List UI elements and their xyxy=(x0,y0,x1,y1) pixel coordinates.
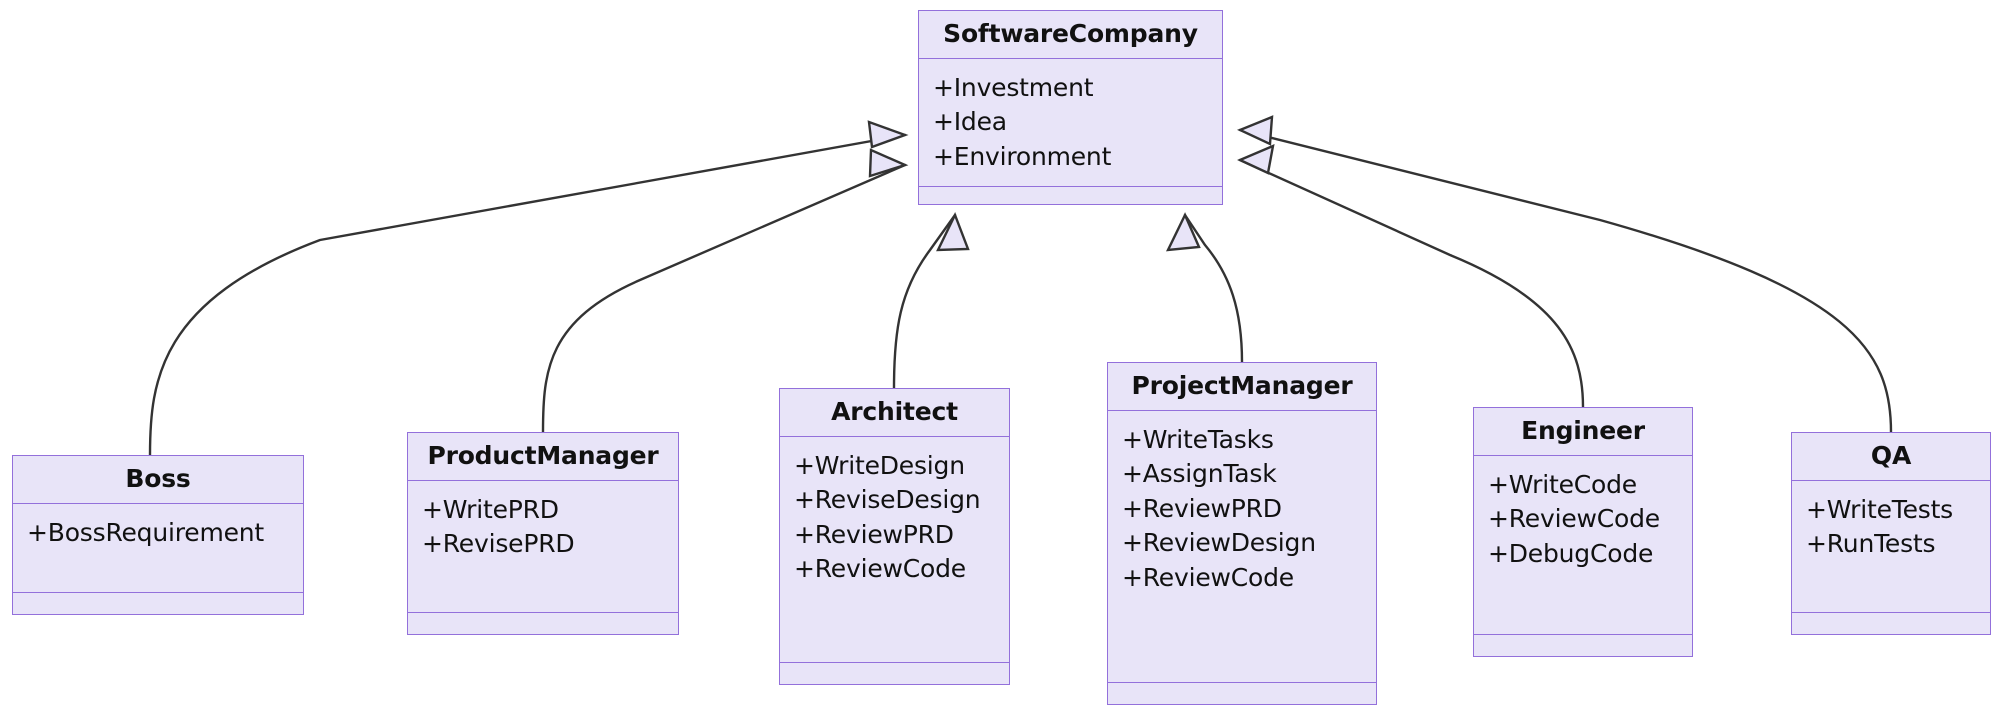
head-engineer xyxy=(1237,144,1275,175)
class-methods-product-manager xyxy=(408,613,678,634)
class-name-qa: QA xyxy=(1792,433,1990,481)
class-node-qa[interactable]: QA +WriteTests +RunTests xyxy=(1791,432,1991,635)
class-name-boss: Boss xyxy=(13,456,303,504)
class-attribute: +ReviewCode xyxy=(794,554,966,583)
class-methods-qa xyxy=(1792,613,1990,634)
class-methods-architect xyxy=(780,663,1009,684)
class-node-product-manager[interactable]: ProductManager +WritePRD +RevisePRD xyxy=(407,432,679,635)
class-methods-project-manager xyxy=(1108,683,1376,704)
class-node-project-manager[interactable]: ProjectManager +WriteTasks +AssignTask +Rev… xyxy=(1107,362,1377,705)
class-methods-software-company xyxy=(919,187,1222,208)
class-attribute: +Idea xyxy=(933,107,1007,136)
class-attribute: +ReviewCode xyxy=(1122,562,1294,592)
class-attributes-software-company: +Investment +Idea +Environment xyxy=(919,59,1222,187)
class-attributes-product-manager: +WritePRD +RevisePRD xyxy=(408,481,678,613)
class-name-product-manager: ProductManager xyxy=(408,433,678,481)
class-attributes-qa: +WriteTests +RunTests xyxy=(1792,481,1990,613)
head-boss xyxy=(867,120,909,149)
class-attribute: +BossRequirement xyxy=(27,517,265,547)
class-methods-boss xyxy=(13,593,303,614)
class-attribute: +WriteCode xyxy=(1488,469,1637,499)
class-node-boss[interactable]: Boss +BossRequirement xyxy=(12,455,304,615)
edge-architect xyxy=(892,213,957,390)
class-node-software-company[interactable]: SoftwareCompany +Investment +Idea +Environm… xyxy=(918,10,1223,205)
class-attribute: +WriteDesign xyxy=(794,450,965,480)
class-attribute: +WriteTasks xyxy=(1122,424,1274,454)
class-attribute: +ReviseDesign xyxy=(794,485,981,514)
edge-project-manager xyxy=(1183,213,1244,364)
class-name-engineer: Engineer xyxy=(1474,408,1692,456)
class-attribute: +RunTests xyxy=(1806,529,1936,558)
class-attribute: +RevisePRD xyxy=(422,529,575,558)
class-node-architect[interactable]: Architect +WriteDesign +ReviseDesign +Revie… xyxy=(779,388,1010,685)
head-project-manager xyxy=(1165,212,1201,252)
class-name-project-manager: ProjectManager xyxy=(1108,363,1376,411)
class-name-software-company: SoftwareCompany xyxy=(919,11,1222,59)
class-attribute: +WritePRD xyxy=(422,494,559,524)
class-attribute: +ReviewCode xyxy=(1488,504,1660,533)
class-attribute: +ReviewDesign xyxy=(1122,528,1316,557)
class-attributes-project-manager: +WriteTasks +AssignTask +ReviewPRD +ReviewD… xyxy=(1108,411,1376,683)
class-attribute: +WriteTests xyxy=(1806,494,1954,524)
class-attribute: +ReviewPRD xyxy=(1122,493,1282,523)
class-attribute: +ReviewPRD xyxy=(794,519,954,549)
class-attribute: +AssignTask xyxy=(1122,459,1277,488)
head-qa xyxy=(1236,115,1274,146)
class-node-engineer[interactable]: Engineer +WriteCode +ReviewCode +DebugCode xyxy=(1473,407,1693,657)
class-methods-engineer xyxy=(1474,635,1692,656)
class-attributes-boss: +BossRequirement xyxy=(13,504,303,593)
head-product-manager xyxy=(868,148,909,178)
class-attributes-engineer: +WriteCode +ReviewCode +DebugCode xyxy=(1474,456,1692,635)
class-attribute: +Investment xyxy=(933,72,1094,102)
head-architect xyxy=(936,211,970,252)
class-name-architect: Architect xyxy=(780,389,1009,437)
class-attribute: +Environment xyxy=(933,141,1112,171)
class-attribute: +DebugCode xyxy=(1488,538,1654,568)
class-attributes-architect: +WriteDesign +ReviseDesign +ReviewPRD +Revi… xyxy=(780,437,1009,663)
